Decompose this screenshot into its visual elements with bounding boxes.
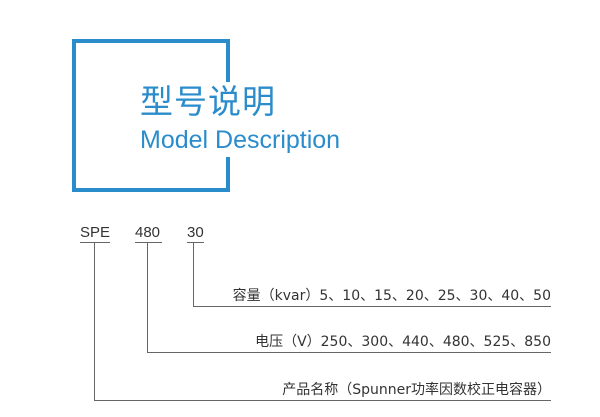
product-name-description: 产品名称（Spunner功率因数校正电容器） bbox=[282, 382, 551, 398]
product-name-leader-horizontal bbox=[94, 400, 551, 401]
product-name-leader-vertical bbox=[94, 242, 95, 400]
model-code-prefix: SPE bbox=[80, 224, 111, 241]
voltage-leader-horizontal bbox=[147, 352, 551, 353]
voltage-description: 电压（V）250、300、440、480、525、850 bbox=[255, 334, 551, 350]
voltage-leader-vertical bbox=[147, 242, 148, 352]
section-title-english: Model Description bbox=[140, 126, 341, 154]
prefix-underline bbox=[80, 242, 110, 243]
model-code-voltage: 480 bbox=[135, 224, 161, 241]
frame-gap bbox=[226, 82, 366, 157]
voltage-code-underline bbox=[135, 242, 162, 243]
capacity-description: 容量（kvar）5、10、15、20、25、30、40、50 bbox=[232, 288, 551, 304]
model-code-capacity: 30 bbox=[187, 224, 204, 241]
capacity-leader-vertical bbox=[193, 242, 194, 306]
capacity-code-underline bbox=[187, 242, 204, 243]
capacity-leader-horizontal bbox=[193, 306, 551, 307]
section-title-chinese: 型号说明 bbox=[140, 82, 276, 121]
